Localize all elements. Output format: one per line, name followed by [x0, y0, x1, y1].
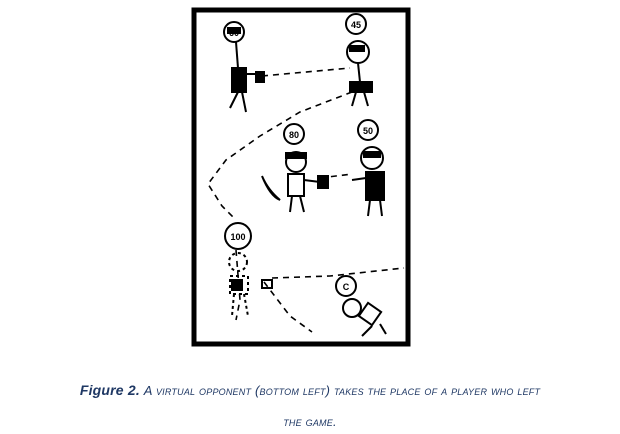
score-bottom-right: C: [343, 282, 350, 292]
score-virtual: 100: [230, 232, 245, 242]
player-top-left: 60: [223, 21, 265, 113]
player-top-right: 45: [345, 13, 373, 107]
figure-illustration: 60 45 80 50: [191, 7, 411, 347]
player-mid-right: 50: [351, 119, 385, 217]
score-mid-left: 80: [289, 130, 299, 140]
player-bottom-right: C: [335, 275, 387, 337]
figure-caption: Figure 2. A virtual opponent (bottom lef…: [0, 382, 620, 398]
score-top-right: 45: [351, 20, 361, 30]
score-top-left: 60: [229, 28, 239, 38]
player-mid-left: 80: [261, 123, 329, 213]
player-virtual-opponent: 100: [224, 222, 273, 317]
arena-frame: [191, 7, 411, 347]
figure-caption-line2: the game.: [0, 414, 620, 429]
score-mid-right: 50: [363, 126, 373, 136]
caption-label: Figure 2.: [79, 382, 140, 398]
caption-text-line1: A virtual opponent (bottom left) takes t…: [143, 383, 541, 398]
caption-text-line2: the game.: [283, 414, 337, 429]
